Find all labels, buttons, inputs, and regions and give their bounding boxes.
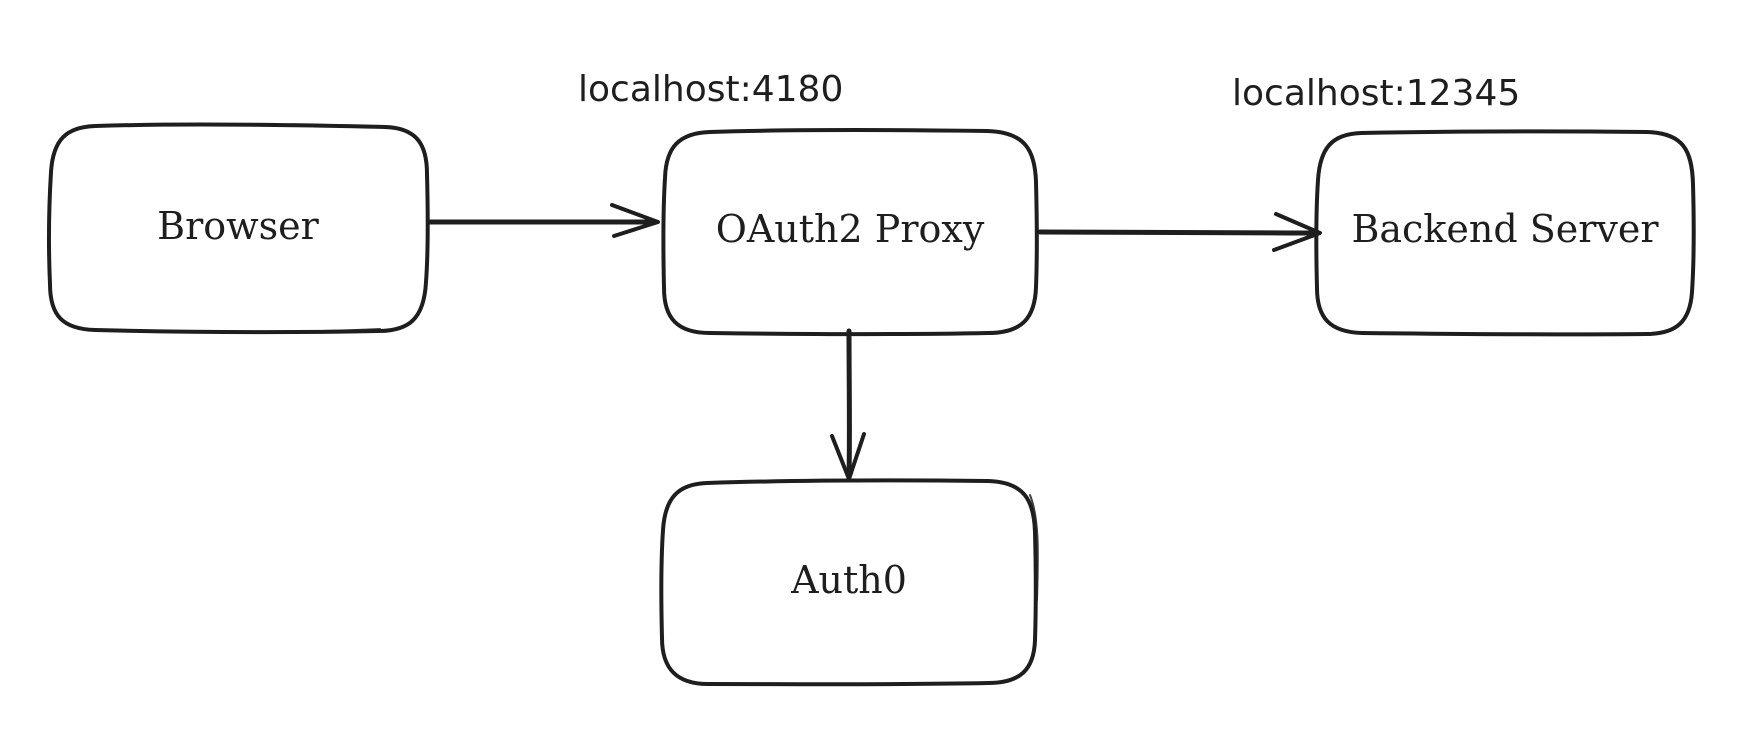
arrow-browser-to-proxy: [427, 203, 660, 238]
arrow-proxy-to-auth0: [830, 328, 866, 481]
oauth2-proxy-node[interactable]: OAuth2 Proxy: [661, 128, 1039, 337]
arrow-proxy-to-backend: [1037, 212, 1322, 252]
oauth2-proxy-box: [661, 128, 1039, 337]
auth0-box: [659, 478, 1038, 687]
browser-label: Browser: [157, 204, 319, 248]
proxy-address-label: localhost:4180: [578, 69, 843, 110]
browser-box: [46, 122, 430, 335]
backend-address-label: localhost:12345: [1232, 73, 1520, 114]
oauth2-proxy-label: OAuth2 Proxy: [716, 207, 985, 251]
backend-server-box: [1314, 129, 1696, 337]
backend-server-node[interactable]: Backend Server: [1314, 129, 1696, 337]
backend-server-label: Backend Server: [1351, 207, 1659, 251]
browser-node[interactable]: Browser: [46, 122, 430, 335]
auth0-label: Auth0: [790, 558, 907, 602]
auth0-node[interactable]: Auth0: [659, 478, 1039, 687]
